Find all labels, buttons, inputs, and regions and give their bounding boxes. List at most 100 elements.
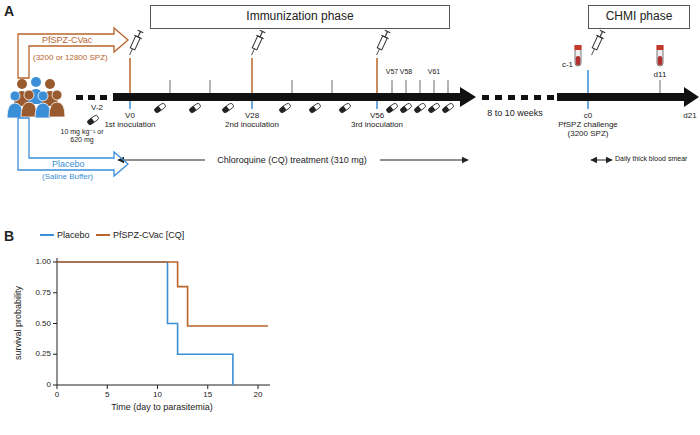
group-dose: (Saline Buffer) — [42, 172, 93, 181]
visit-tick — [660, 80, 661, 93]
blood-tube-icon — [574, 45, 581, 66]
tick-label: 0 — [55, 390, 59, 399]
visit-tick — [448, 80, 449, 93]
survival-curve — [57, 262, 268, 385]
visit-label: V56 — [370, 111, 384, 120]
span-arrow — [380, 160, 468, 161]
km-axes — [53, 262, 57, 263]
tick-label: 20 — [254, 390, 263, 399]
timeline-arrow — [76, 95, 83, 100]
tick-label: 1.00 — [35, 257, 51, 266]
people-icon — [31, 77, 41, 87]
pill-icon — [386, 103, 399, 114]
visit-tick — [332, 80, 333, 93]
tick-label: 0 — [47, 380, 51, 389]
legend-item: PfSPZ-CVac [CQ] — [96, 230, 184, 240]
dose-note: 10 mg kg⁻¹ or 620 mg — [60, 128, 104, 144]
pill-icon — [442, 103, 455, 114]
km-axes — [53, 385, 57, 386]
interval-note: 8 to 10 weeks — [487, 108, 543, 118]
km-axes — [57, 258, 58, 385]
pill-icon — [154, 103, 167, 114]
pill-icon — [309, 103, 322, 114]
visit-label: V61 — [428, 68, 440, 76]
km-axes — [157, 385, 158, 389]
syringe-icon — [588, 30, 606, 57]
timeline-arrow — [88, 95, 95, 100]
survival-curve — [57, 262, 268, 326]
inoculation-label: 1st inoculation — [104, 120, 155, 129]
span-arrow — [591, 160, 612, 161]
tick-label: 5 — [105, 390, 109, 399]
visit-label: V28 — [245, 111, 259, 120]
tick-label: 0.75 — [35, 288, 51, 297]
legend-line — [96, 234, 110, 236]
arrow-outline — [18, 28, 128, 78]
pill-icon — [279, 103, 292, 114]
pill-icon — [222, 103, 235, 114]
visit-label: V-2 — [91, 103, 103, 112]
visit-label: d21 — [683, 111, 696, 120]
panel-letter: B — [4, 228, 14, 244]
challenge-label: (3200 SPZ) — [568, 129, 609, 138]
inoculation-line — [587, 70, 589, 93]
people-icon — [49, 102, 65, 117]
people-icon — [10, 91, 20, 101]
legend-item: Placebo — [40, 230, 90, 240]
legend-text: Placebo — [57, 230, 90, 240]
people-icon — [35, 103, 51, 118]
visit-label: V0 — [125, 111, 135, 120]
inoculation-line — [587, 101, 589, 109]
syringe-icon — [373, 30, 391, 57]
people-icon — [17, 79, 27, 89]
km-axes — [53, 354, 57, 355]
inoculation-label: 3rd inoculation — [351, 120, 403, 129]
syringe-icon — [248, 30, 266, 57]
km-axes — [53, 292, 57, 293]
visit-tick — [170, 80, 171, 93]
inoculation-line — [129, 58, 131, 93]
visit-tick — [210, 80, 211, 93]
km-axes — [258, 385, 259, 389]
visit-tick — [170, 80, 660, 93]
axis-title: survival probability — [13, 286, 23, 360]
axis-title: Time (day to parasitemia) — [111, 402, 213, 412]
group-name: Placebo — [52, 159, 85, 169]
pill-icon — [339, 103, 352, 114]
phase-box: CHMI phase — [588, 5, 690, 29]
inoculation-label: 2nd inoculation — [225, 120, 279, 129]
tick-label: 0.50 — [35, 319, 51, 328]
legend-line — [40, 234, 54, 236]
tick-label: 10 — [153, 390, 162, 399]
timeline-arrow — [547, 95, 554, 100]
km-axes — [53, 323, 57, 324]
visit-label: V57 — [386, 68, 398, 76]
syringe-icon — [126, 30, 144, 57]
timeline-arrow — [557, 87, 699, 107]
visit-label: c0 — [584, 111, 592, 120]
group-name: PfSPZ-CVac — [42, 35, 92, 45]
visit-tick — [406, 80, 407, 93]
timeline-arrow — [508, 95, 515, 100]
timeline-arrow — [100, 95, 107, 100]
tick-label: 15 — [203, 390, 212, 399]
phase-title: CHMI phase — [606, 10, 673, 24]
timeline-arrow — [76, 87, 699, 107]
people-icon — [21, 102, 37, 117]
km-axes — [57, 385, 270, 386]
phase-title: Immunization phase — [246, 10, 353, 24]
visit-label: V58 — [400, 68, 412, 76]
blood-tube-icon — [574, 45, 663, 66]
inoculation-line — [251, 58, 253, 93]
visit-tick — [420, 80, 421, 93]
pill-icon — [414, 103, 427, 114]
km-axes — [207, 385, 208, 389]
people-icon — [7, 77, 65, 118]
group-arrow: PfSPZ-CVac(3200 or 12800 SPZ) — [18, 28, 128, 78]
people-icon — [52, 90, 62, 100]
visit-tick — [292, 80, 293, 93]
inoculation-line — [376, 58, 378, 93]
phase-box: Immunization phase — [150, 5, 450, 29]
